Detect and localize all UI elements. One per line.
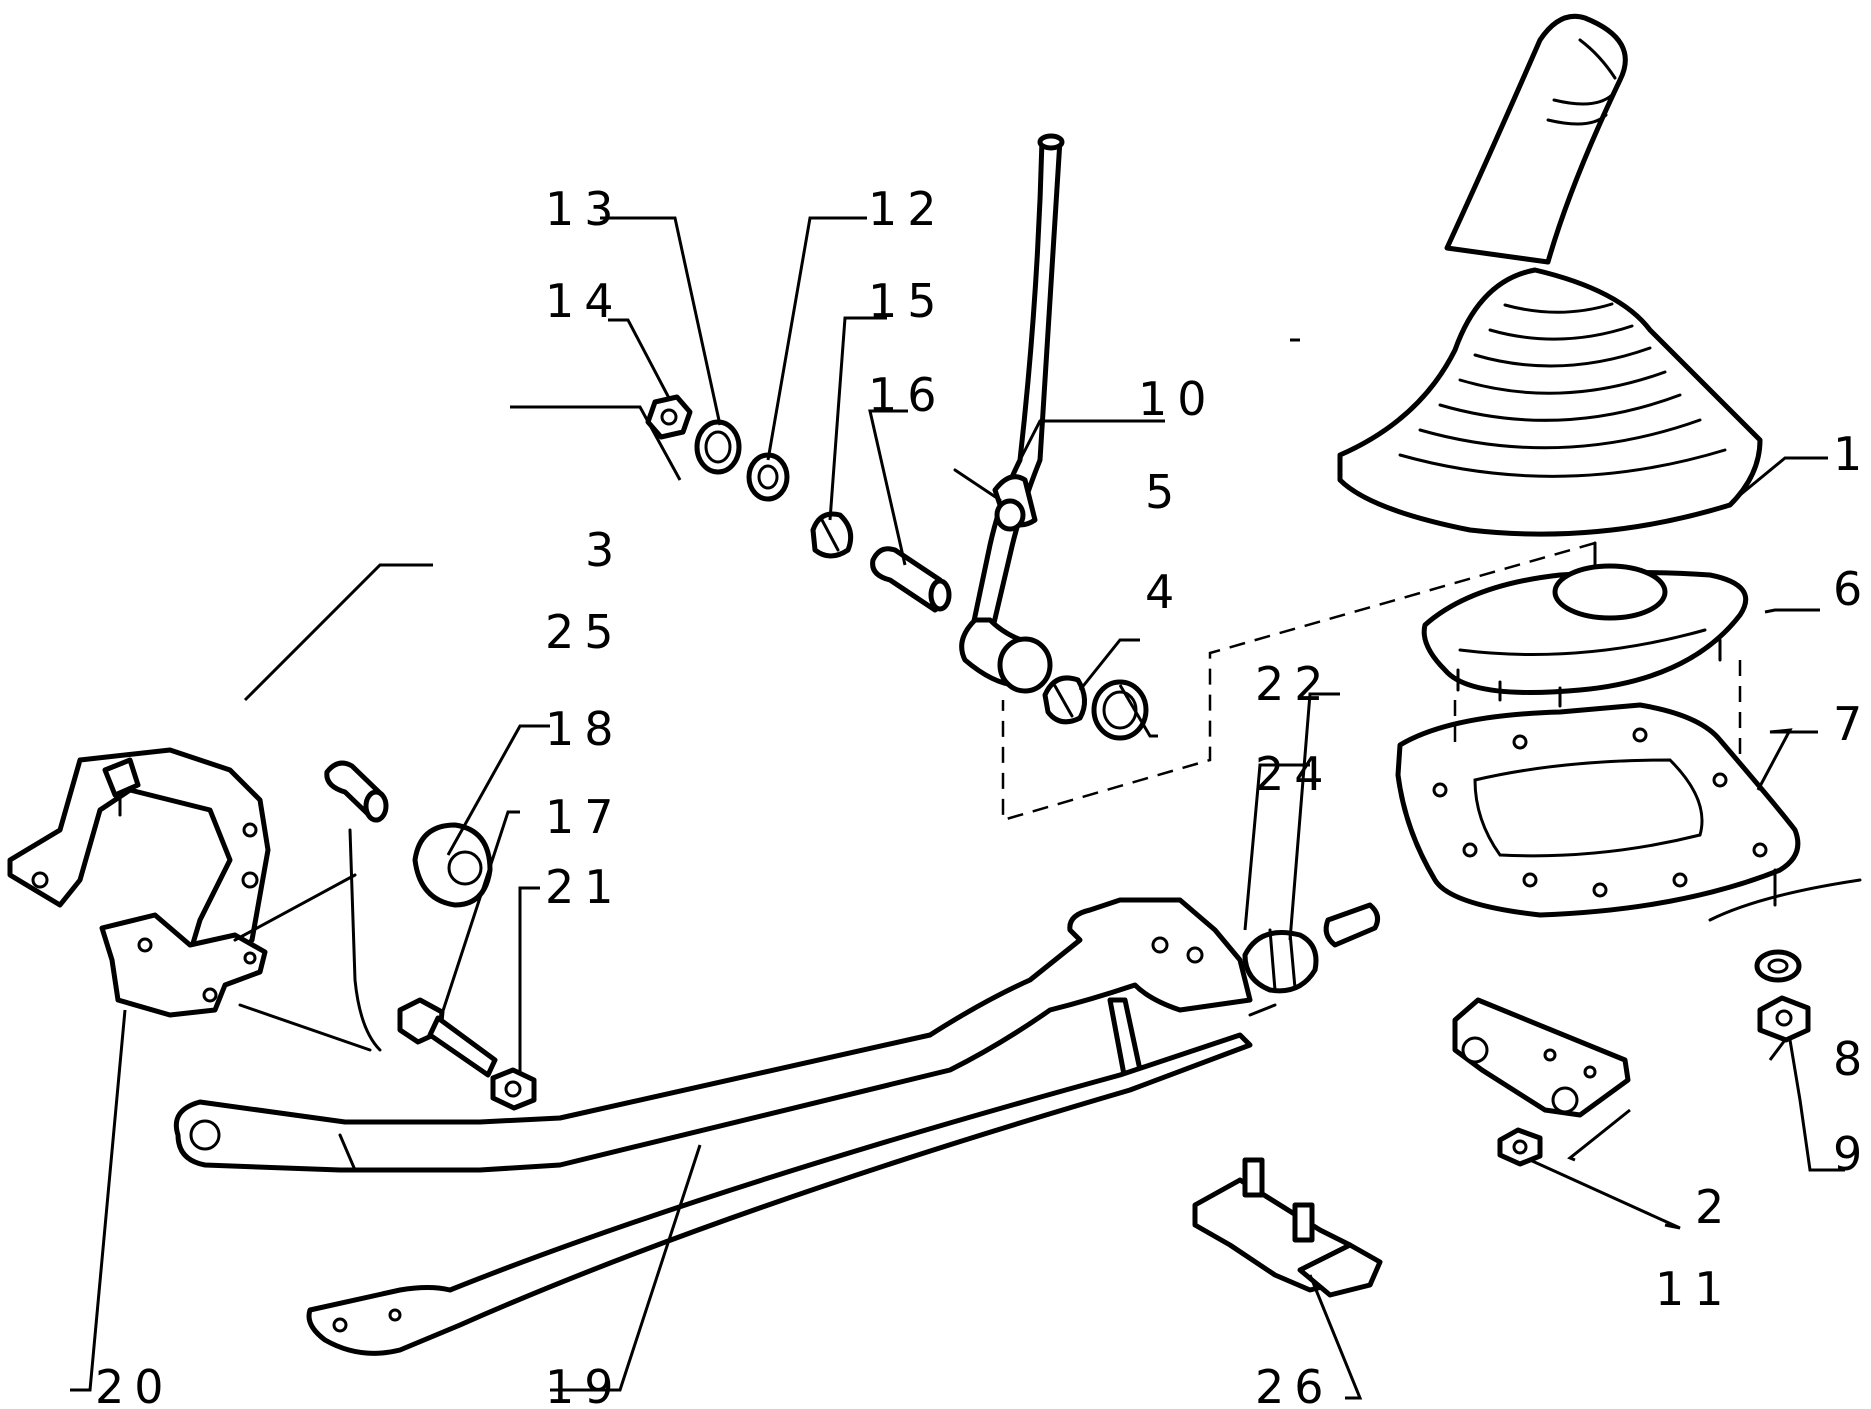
part-20-lower-bracket: [99, 912, 268, 1018]
part-21-nut: [490, 1067, 537, 1111]
part-22-pin: [1323, 902, 1381, 948]
callout-3: 3: [585, 523, 624, 577]
callout-19: 19: [545, 1360, 624, 1409]
callout-1: 1: [1833, 427, 1871, 481]
callout-12: 12: [868, 182, 947, 236]
callout-16: 16: [868, 368, 947, 422]
callout-7: 7: [1833, 697, 1871, 751]
part-13-washer: [694, 419, 742, 475]
callout-24: 24: [1255, 747, 1334, 801]
part-19-linkage-rod: [173, 897, 1277, 1356]
callout-8: 8: [1833, 1032, 1871, 1086]
part-2-support-bracket: [1452, 997, 1631, 1118]
callout-10: 10: [1138, 372, 1217, 426]
part-8-washer: [1754, 949, 1802, 983]
callout-20: 20: [95, 1360, 174, 1409]
part-1-knob-and-boot: [1337, 13, 1763, 537]
part-9-nut: [1757, 995, 1811, 1043]
callout-13: 13: [545, 182, 624, 236]
callout-26: 26: [1255, 1360, 1334, 1409]
part-5-bushing: [1042, 675, 1087, 725]
part-11-nut: [1497, 1127, 1543, 1167]
callout-25: 25: [545, 605, 624, 659]
part-17-bolt: [397, 997, 498, 1078]
part-6-boot-retainer: [1421, 563, 1749, 708]
callout-5: 5: [1145, 465, 1184, 519]
part-15-bushing: [810, 511, 854, 559]
callout-14: 14: [545, 274, 624, 328]
part-25-bushing: [324, 760, 389, 823]
callout-18: 18: [545, 702, 624, 756]
callout-11: 11: [1655, 1262, 1734, 1316]
callout-22: 22: [1255, 657, 1334, 711]
callout-6: 6: [1833, 562, 1871, 616]
callout-labels: 1 2 3 4 5 6 7 8 9 10 11 12 13 14 15 16 1…: [95, 182, 1871, 1409]
projection-lines: [233, 541, 1862, 1052]
leader-lines: [70, 216, 1845, 1400]
part-12-washer: [746, 452, 790, 502]
part-16-spacer-tube: [870, 546, 952, 613]
callout-9: 9: [1833, 1127, 1871, 1181]
part-26-mount: [1192, 1157, 1383, 1298]
part-18-grommet: [412, 822, 493, 908]
part-24-bellow: [1242, 928, 1319, 994]
callout-2: 2: [1695, 1180, 1734, 1234]
callout-4: 4: [1145, 565, 1184, 619]
callout-17: 17: [545, 790, 624, 844]
part-10-shift-lever: [953, 133, 1065, 694]
part-4-washer: [1091, 679, 1149, 741]
callout-21: 21: [545, 860, 624, 914]
callout-15: 15: [868, 274, 947, 328]
part-7-base-plate: [1395, 702, 1801, 918]
